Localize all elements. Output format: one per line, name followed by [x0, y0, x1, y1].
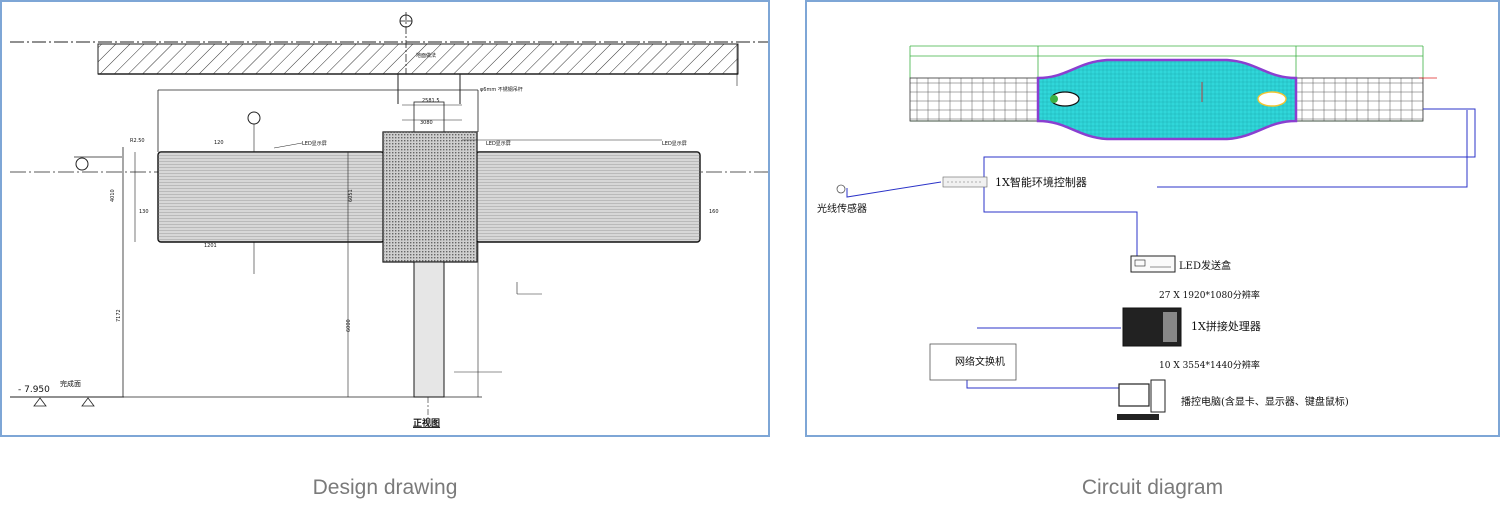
- design-drawing-caption: Design drawing: [312, 476, 458, 499]
- switch-label: 网络文换机: [955, 355, 1005, 368]
- hanger-note: φ6mm 不锈钢吊杆: [480, 86, 523, 93]
- view-title: 正视图: [413, 417, 440, 429]
- network-switch-box: [929, 343, 1017, 381]
- dim-6051: 6051: [348, 189, 354, 202]
- label-radius: R2.50: [130, 138, 145, 144]
- circuit-diagram-caption: Circuit diagram: [1081, 476, 1224, 499]
- processor-label: 1X拼接处理器: [1191, 319, 1261, 333]
- dim-120: 120: [214, 140, 224, 146]
- dim-1201: 1201: [204, 243, 217, 249]
- controller-label: 1X智能环境控制器: [995, 175, 1087, 189]
- design-drawing-panel: 地面做法 φ6mm 不锈钢吊杆 2581: [0, 0, 770, 437]
- dim-4010: 4010: [110, 189, 116, 202]
- sender-resolution: 27 X 1920*1080分辨率: [1159, 289, 1260, 301]
- label-led-center: LED显示屏: [486, 141, 511, 147]
- ceiling-label: 地面做法: [416, 52, 436, 59]
- pc-label: 播控电脑(含显卡、显示器、键盘鼠标): [1181, 395, 1349, 408]
- label-led-left: LED显示屏: [302, 141, 327, 147]
- design-drawing-svg: 地面做法 φ6mm 不锈钢吊杆 2581: [10, 12, 768, 429]
- dim-7172: 7172: [116, 309, 122, 322]
- circuit-diagram-svg: 1X智能环境控制器 光线传感器 LED发送盒 27 X 1920*1080分辨率…: [817, 45, 1476, 420]
- sender-label: LED发送盒: [1179, 259, 1231, 272]
- circuit-diagram-panel: 1X智能环境控制器 光线传感器 LED发送盒 27 X 1920*1080分辨率…: [805, 0, 1500, 437]
- dim-3080: 3080: [420, 120, 433, 126]
- dim-130: 130: [139, 209, 149, 215]
- dim-6000: 6000: [346, 319, 352, 332]
- label-led-right: LED显示屏: [662, 141, 687, 147]
- sensor-label: 光线传感器: [817, 202, 867, 215]
- level-label: 完成面: [60, 379, 81, 388]
- dim-top-width: 2581.5: [422, 98, 440, 104]
- level-value: - 7.950: [18, 385, 50, 395]
- dim-160: 160: [709, 209, 719, 215]
- processor-resolution: 10 X 3554*1440分辨率: [1159, 359, 1260, 371]
